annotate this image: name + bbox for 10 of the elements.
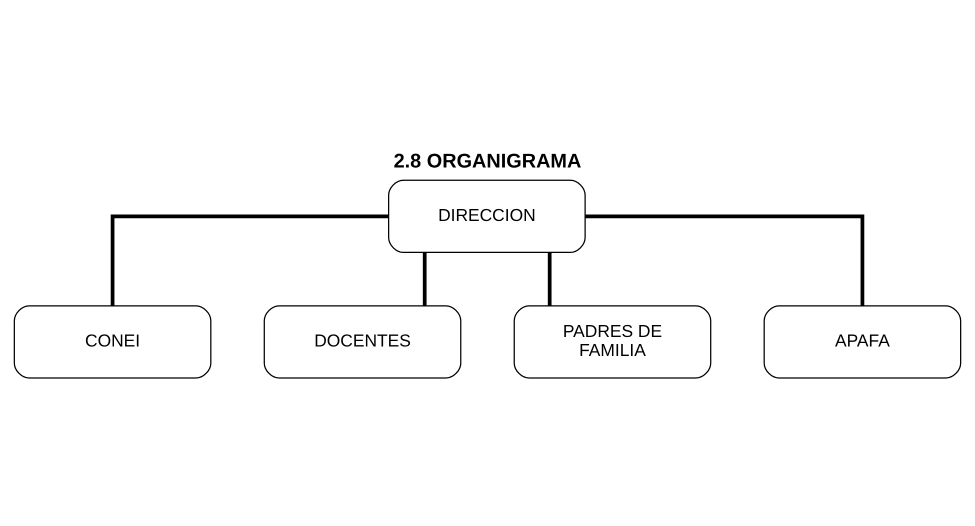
node-box: DOCENTES [264, 305, 462, 379]
node-box: DIRECCION [388, 180, 586, 254]
connector [422, 252, 427, 306]
connector [110, 214, 389, 306]
diagram-title: 2.8 ORGANIGRAMA [394, 150, 582, 173]
node-box: PADRES DE FAMILIA [514, 305, 712, 379]
connector [548, 252, 552, 306]
node-box: APAFA [764, 305, 962, 379]
connector [586, 214, 864, 306]
node-box: CONEI [14, 305, 212, 379]
